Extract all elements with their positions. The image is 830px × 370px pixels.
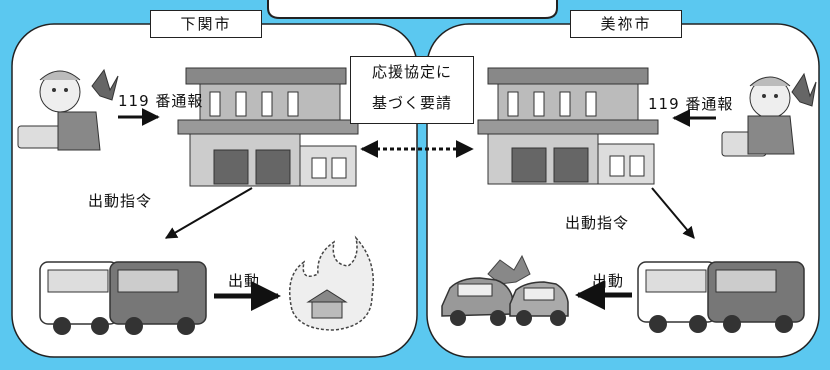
emergency-call-label-right: 119 番通報 xyxy=(648,95,734,113)
fire-station-icon-left xyxy=(177,67,359,187)
fire-truck-icon-left xyxy=(39,261,207,335)
fire-station-icon-right xyxy=(477,67,659,185)
dispatch-order-label-left: 出動指令 xyxy=(88,192,153,210)
request-line-2: 基づく要請 xyxy=(371,94,452,112)
emergency-call-label-left: 119 番通報 xyxy=(118,92,204,110)
mine-title: 美祢市 xyxy=(570,10,682,38)
request-line-1: 応援協定に xyxy=(371,63,452,81)
dispatch-order-label-right: 出動指令 xyxy=(565,214,630,232)
dispatch-label-left: 出動 xyxy=(228,272,261,290)
car-accident-icon xyxy=(441,254,569,326)
shimonoseki-title: 下関市 xyxy=(150,10,262,38)
dispatch-label-right: 出動 xyxy=(592,272,625,290)
fire-truck-icon-right xyxy=(637,261,805,333)
mutual-aid-request-box: 応援協定に 基づく要請 xyxy=(350,56,474,124)
fire-icon xyxy=(289,235,375,331)
caller-person-icon-right xyxy=(721,72,817,157)
caller-person-icon-left xyxy=(17,68,119,151)
top-panel xyxy=(267,0,558,19)
